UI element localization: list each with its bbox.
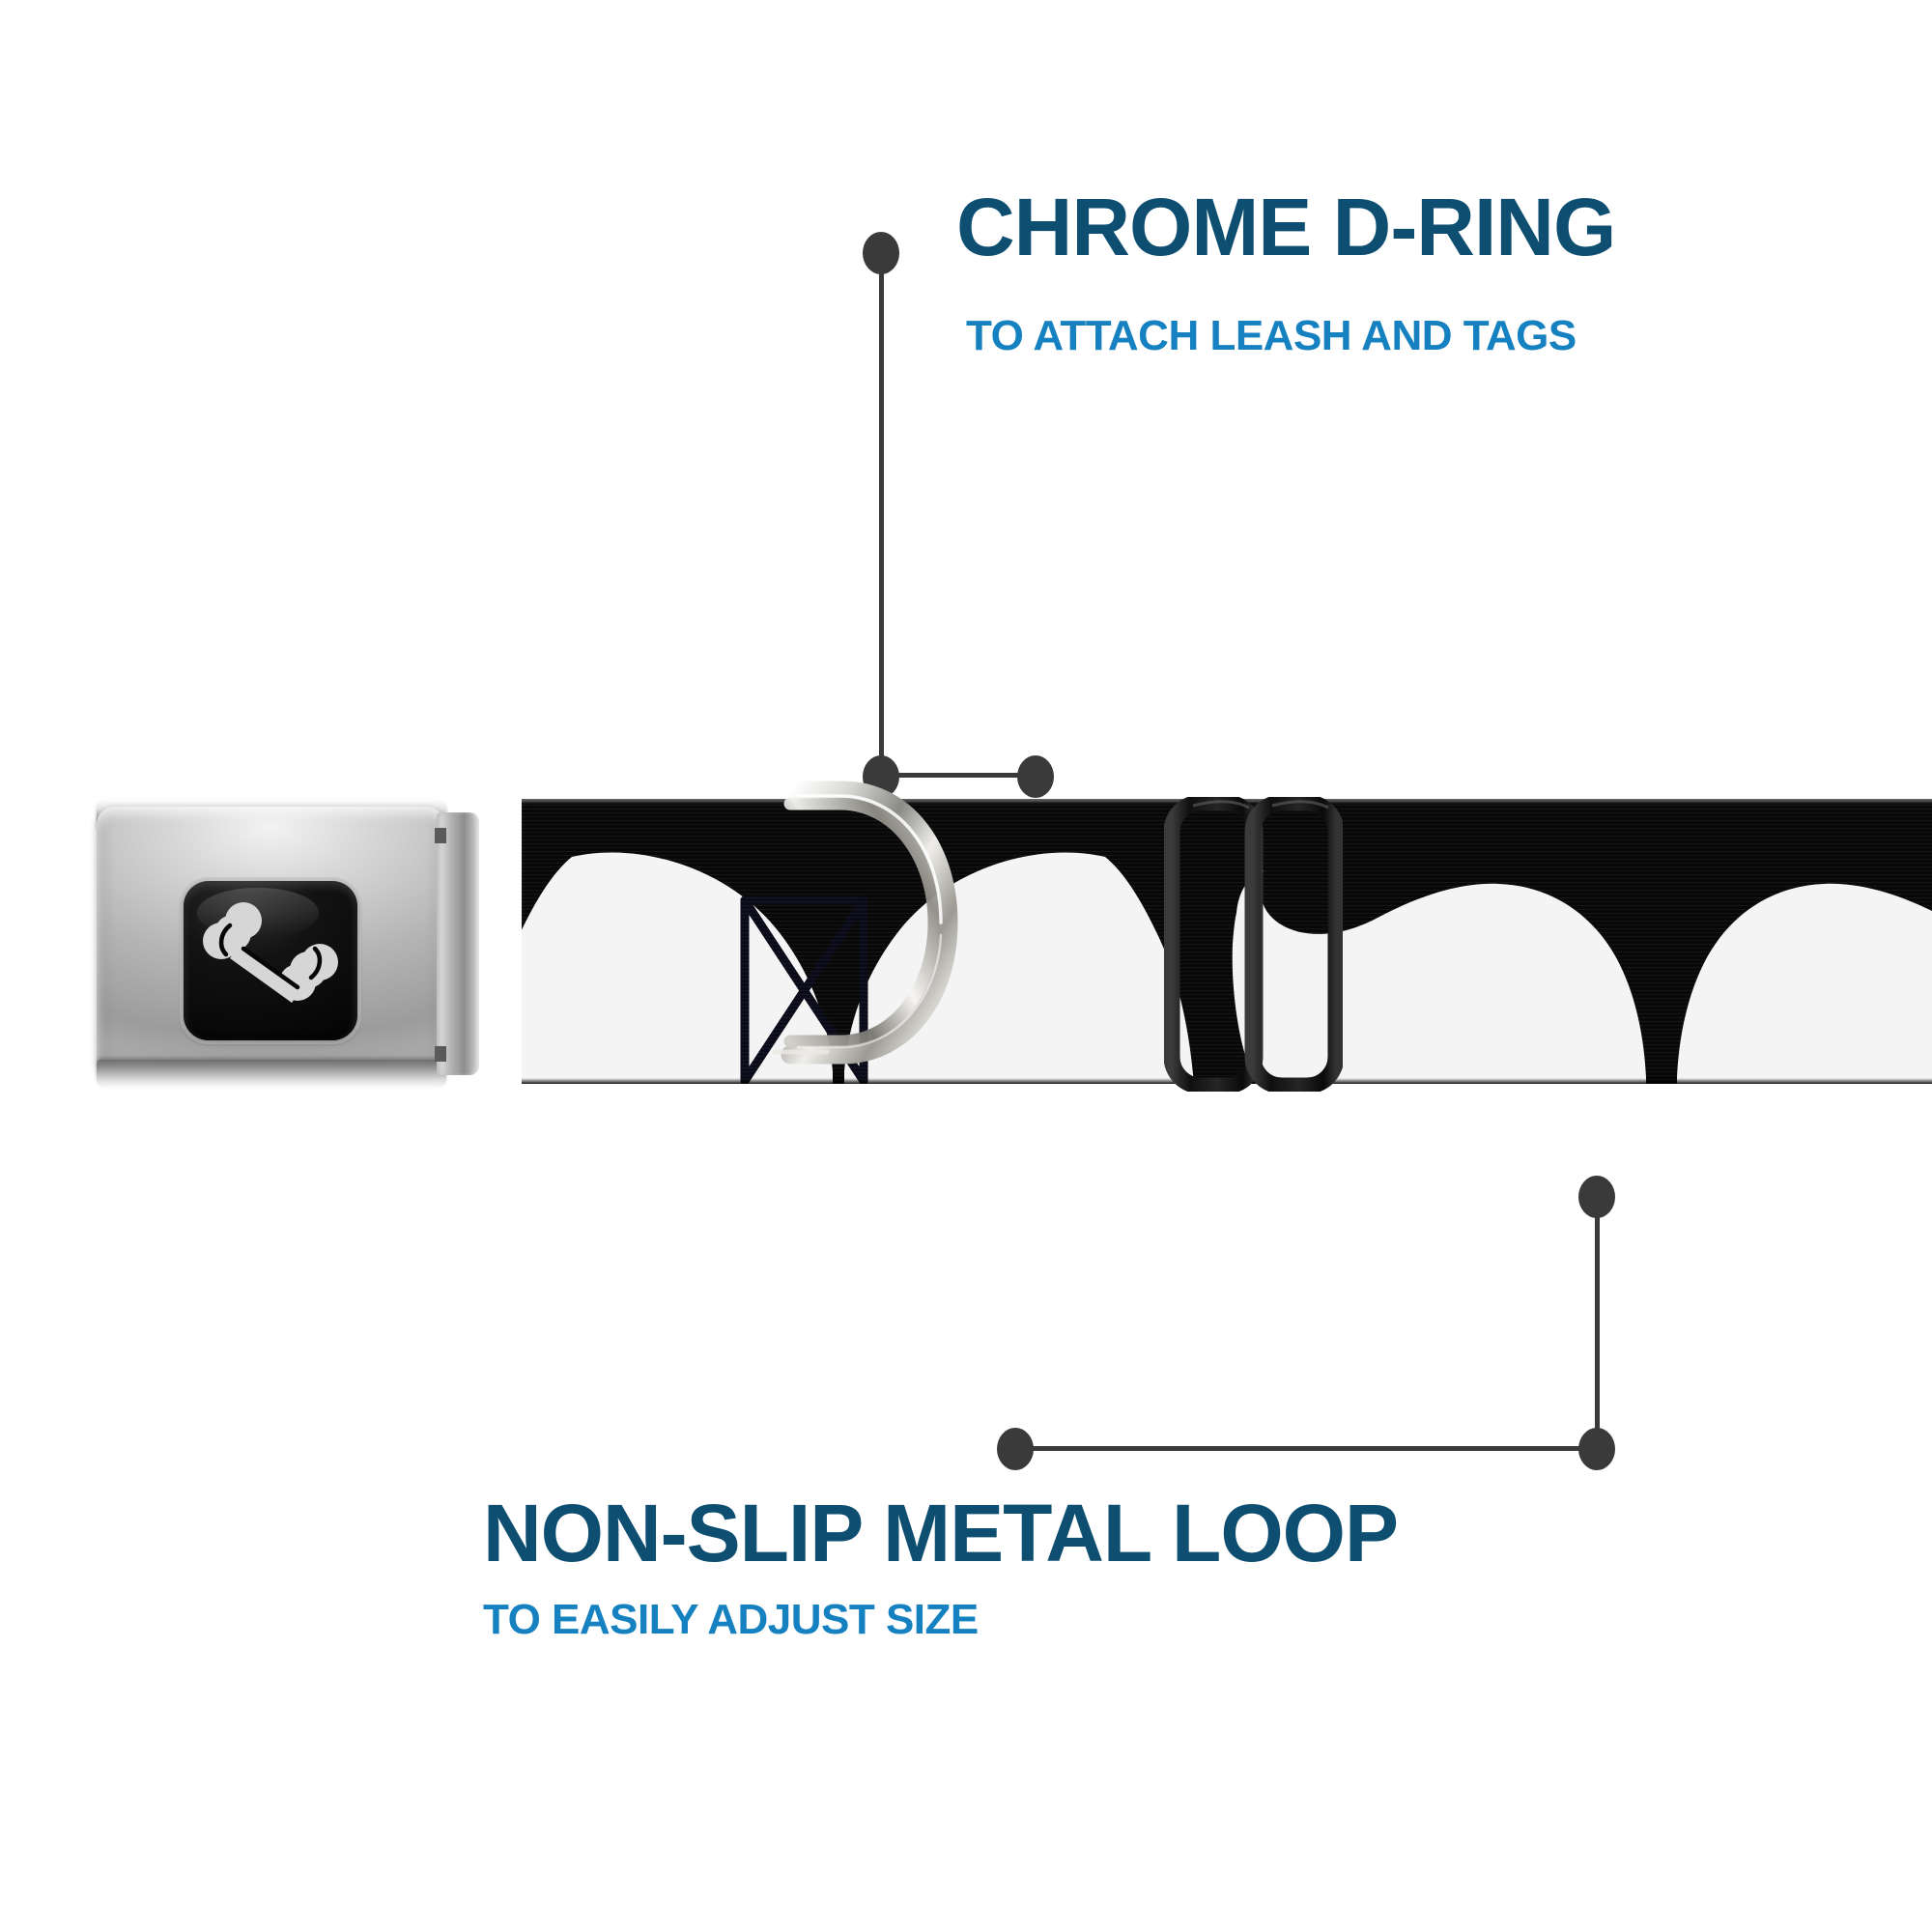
leader-line-top-vertical bbox=[879, 249, 884, 777]
buckle-tab-notch-top bbox=[435, 828, 446, 843]
seatbelt-buckle[interactable] bbox=[77, 787, 502, 1096]
callout-subtitle-non-slip-metal-loop: TO EASILY ADJUST SIZE bbox=[483, 1596, 979, 1643]
buckle-tab-notch-bottom bbox=[435, 1046, 446, 1062]
dog-bone-icon bbox=[203, 902, 338, 1003]
callout-title-chrome-d-ring: CHROME D-RING bbox=[956, 182, 1616, 272]
callout-title-non-slip-metal-loop: NON-SLIP METAL LOOP bbox=[483, 1488, 1399, 1578]
product-dog-collar bbox=[97, 773, 1932, 1159]
callout-subtitle-chrome-d-ring: TO ATTACH LEASH AND TAGS bbox=[966, 312, 1577, 359]
leader-line-bottom-horizontal bbox=[1011, 1446, 1597, 1451]
d-ring-icon[interactable] bbox=[734, 753, 966, 1092]
buckle-logo-panel bbox=[184, 881, 357, 1040]
leader-line-top-horizontal bbox=[880, 773, 1035, 778]
leader-dot-icon-bottom-left bbox=[997, 1428, 1034, 1470]
leader-line-bottom-vertical bbox=[1595, 1195, 1600, 1449]
slider-loop-icon[interactable] bbox=[1164, 797, 1343, 1092]
buckle-release-tab[interactable] bbox=[437, 812, 479, 1075]
leader-dot-icon-top-right bbox=[1017, 755, 1054, 798]
collar-strap-webbing bbox=[522, 799, 1932, 1084]
buckle-bottom-lip bbox=[97, 1060, 446, 1089]
